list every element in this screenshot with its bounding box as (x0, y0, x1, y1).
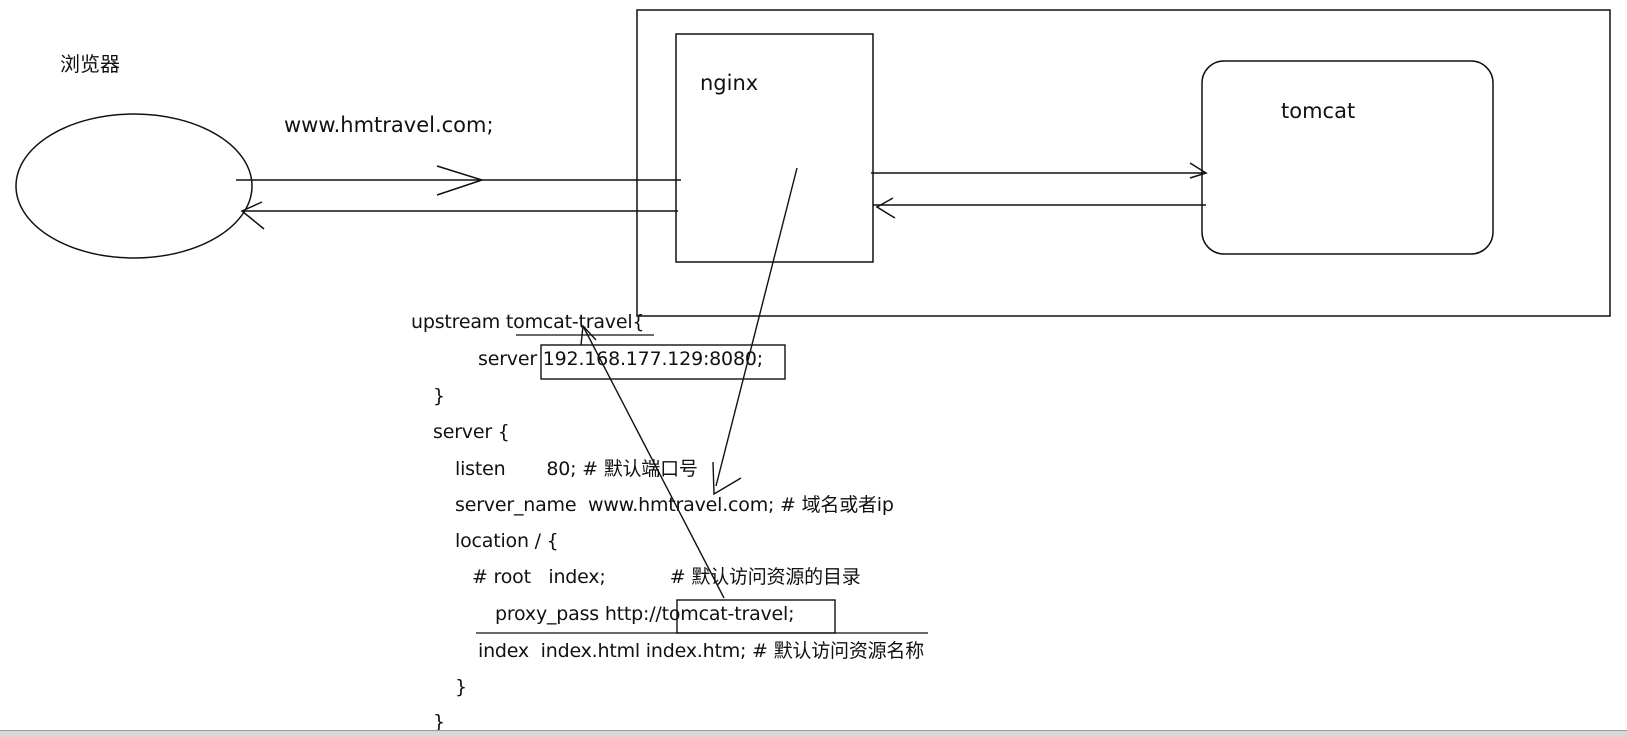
response-arrow-head (240, 201, 265, 230)
config-line-upstream: upstream tomcat-travel{ (411, 311, 645, 333)
nginx-label: nginx (700, 71, 759, 95)
config-line-server-close: } (433, 711, 445, 733)
config-line-proxy-pass: proxy_pass http://tomcat-travel; (495, 603, 795, 625)
config-line-upstream-close: } (433, 385, 445, 407)
browser-ellipse (15, 113, 253, 259)
config-line-server-open: server { (433, 421, 510, 443)
config-line-server-name: server_name www.hmtravel.com; # 域名或者ip (455, 494, 894, 516)
config-line-root-comment: # root index; # 默认访问资源的目录 (472, 566, 861, 588)
config-line-index: index index.html index.htm; # 默认访问资源名称 (478, 640, 925, 662)
browser-label: 浏览器 (60, 52, 120, 76)
proxy-to-upstream-pointer (582, 325, 725, 599)
config-line-upstream-server: server 192.168.177.129:8080; (478, 348, 763, 370)
tomcat-label: tomcat (1281, 99, 1356, 123)
config-line-location-close: } (455, 676, 467, 698)
window-bottom-edge (0, 730, 1627, 737)
server-address-box (540, 344, 786, 380)
tomcat-box (1201, 60, 1494, 255)
domain-request-label: www.hmtravel.com; (284, 113, 494, 137)
nginx-box (675, 33, 874, 263)
server-container-box (636, 9, 1611, 317)
return-arrow-head (875, 197, 896, 219)
nginx-to-listen-pointer-head (712, 461, 742, 496)
config-line-listen: listen 80; # 默认端口号 (455, 458, 698, 480)
nginx-to-listen-pointer (715, 167, 798, 487)
forward-arrow-head (1189, 162, 1208, 179)
config-line-location: location / { (455, 530, 559, 552)
request-arrow-head (436, 165, 485, 196)
